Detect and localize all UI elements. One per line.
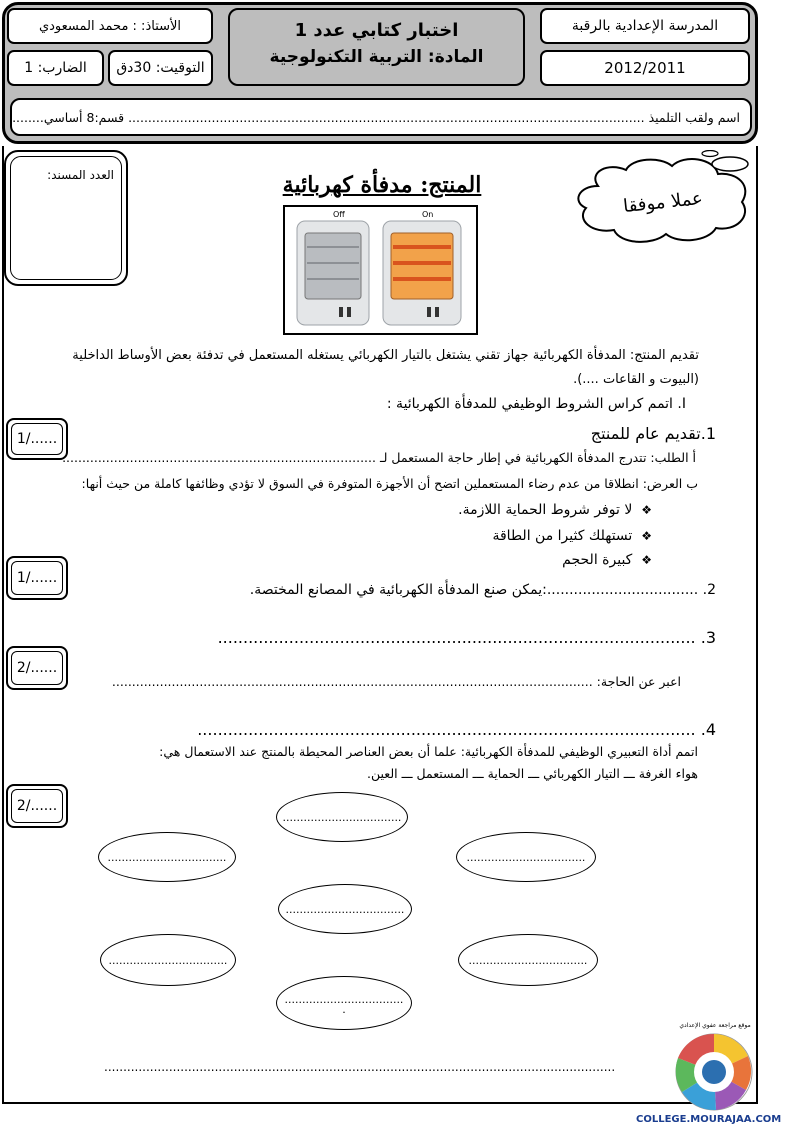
school-name: المدرسة الإعدادية بالرقبة xyxy=(540,8,750,44)
logo-text: COLLEGE.MOURAJAA.COM xyxy=(636,1114,782,1125)
site-logo-icon xyxy=(675,1033,753,1111)
diagram-ellipse: .................................. xyxy=(98,832,236,882)
logo-ring-text: موقع مراجعة عفوي الإعدادي xyxy=(679,1022,751,1029)
intro-line1: تقديم المنتج: المدفأة الكهربائية جهاز تق… xyxy=(72,348,699,363)
answer-line: ........................................… xyxy=(104,1060,616,1074)
item4-elements: هواء الغرفة ـــ التيار الكهربائي ـــ الح… xyxy=(367,766,698,781)
photo-label-on: On xyxy=(422,210,434,219)
score-box: 2/...... xyxy=(6,784,68,828)
cloud-icon xyxy=(577,150,749,243)
express-need: اعبر عن الحاجة: ........................… xyxy=(111,674,681,689)
teacher-name: الأستاذ: : محمد المسعودي xyxy=(7,8,213,44)
item1-offer: ب العرض: انطلاقا من عدم رضاء المستعملين … xyxy=(81,476,698,491)
diagram-ellipse: .................................. xyxy=(276,792,408,842)
item4-instruction: اتمم أداة التعبيري الوظيفي للمدفأة الكهر… xyxy=(159,744,698,759)
page-border xyxy=(2,146,758,1104)
exam-title: اختبار كتابي عدد 1 المادة: التربية التكن… xyxy=(228,8,525,86)
diagram-ellipse: .................................. xyxy=(458,934,598,986)
diagram-ellipse: .................................. . xyxy=(276,976,412,1030)
score-box: 1/...... xyxy=(6,556,68,600)
photo-label-off: Off xyxy=(333,210,345,219)
diagram-ellipse: .................................. xyxy=(278,884,412,934)
section-heading: I. اتمم كراس الشروط الوظيفي للمدفأة الكه… xyxy=(386,396,686,412)
item4: 4. .....................................… xyxy=(197,720,716,739)
item3: 3. .....................................… xyxy=(217,628,716,647)
coefficient: الضارب: 1 xyxy=(7,50,104,86)
score-box: 2/...... xyxy=(6,646,68,690)
student-info-line: اسم ولقب التلميذ .......................… xyxy=(10,98,752,136)
grade-box: العدد المسند: xyxy=(4,150,128,286)
product-title: المنتج: مدفأة كهربائية xyxy=(282,172,482,198)
item1-title: 1.تقديم عام للمنتج xyxy=(590,424,716,443)
intro-line2: (البيوت و القاعات ....). xyxy=(573,372,699,387)
diagram-ellipse: .................................. xyxy=(100,934,236,986)
item1-demand: أ الطلب: تتدرج المدفأة الكهربائية في إطا… xyxy=(62,450,696,465)
exam-title-line1: اختبار كتابي عدد 1 xyxy=(294,20,459,41)
heater-photo: Off On xyxy=(283,205,478,335)
score-box: 1/...... xyxy=(6,418,68,460)
diagram-ellipse: .................................. xyxy=(456,832,596,882)
bullet-item: ❖ لا توفر شروط الحماية اللازمة. xyxy=(458,502,652,518)
school-year: 2012/2011 xyxy=(540,50,750,86)
grade-box-label: العدد المسند: xyxy=(47,168,114,182)
bullet-item: ❖ كبيرة الحجم xyxy=(562,552,652,568)
bullet-item: ❖ تستهلك كثيرا من الطاقة xyxy=(492,528,652,544)
exam-subject: المادة: التربية التكنولوجية xyxy=(269,47,484,67)
item2: 2. ..................................:يم… xyxy=(249,582,716,598)
duration: التوقيت: 30دق xyxy=(108,50,213,86)
